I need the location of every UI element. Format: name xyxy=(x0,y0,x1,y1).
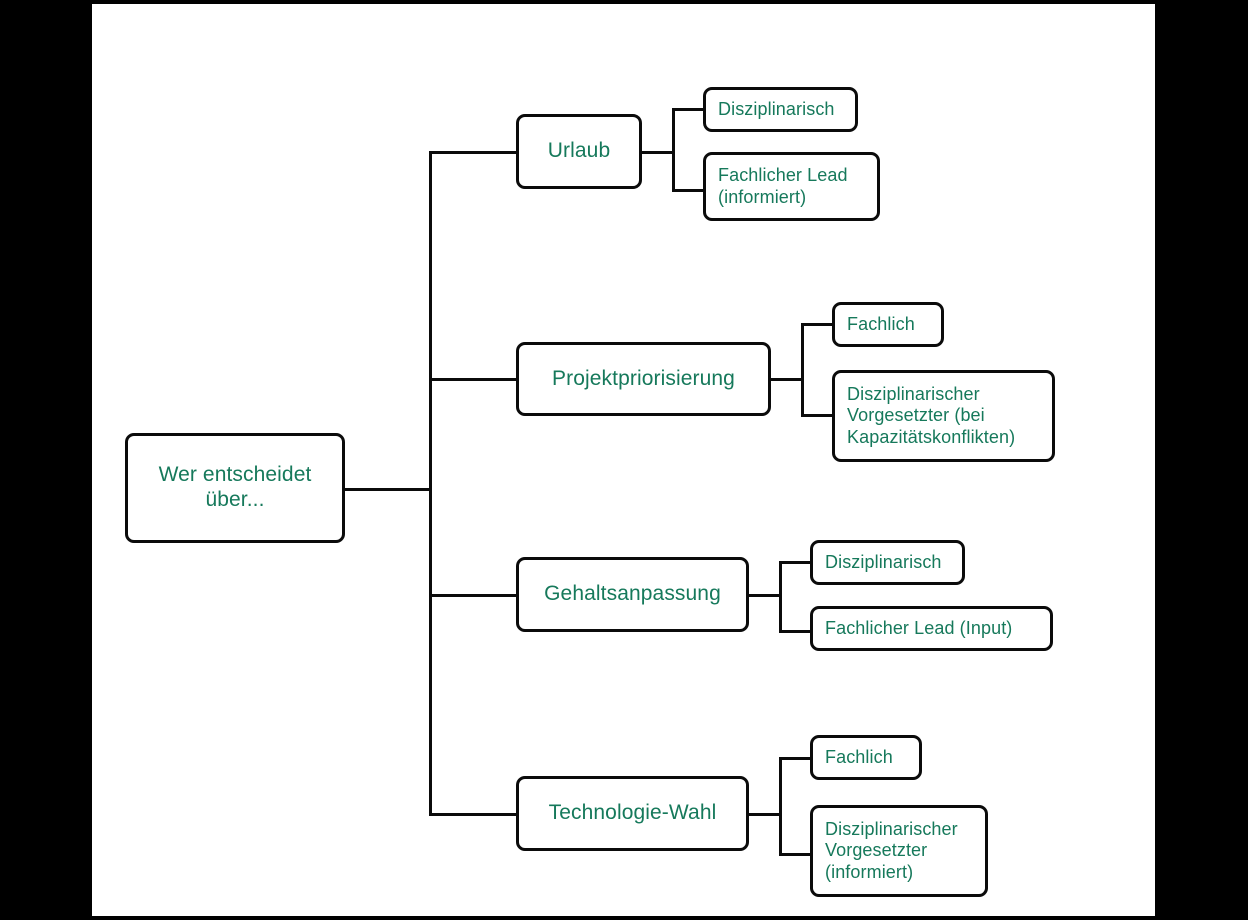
node-branch-technologie-wahl[interactable]: Technologie-Wahl xyxy=(516,776,749,851)
node-leaf-tech-disziplinarischer-vorgesetzter-label: Disziplinarischer Vorgesetzter (informie… xyxy=(825,819,958,882)
connector-branch-1-spine xyxy=(801,323,804,417)
connector-spine-to-branch-2 xyxy=(429,594,517,597)
node-leaf-urlaub-fachlicher-lead[interactable]: Fachlicher Lead (informiert) xyxy=(703,152,880,221)
connector-branch-3-leaf-0 xyxy=(779,757,811,760)
node-branch-projektpriorisierung[interactable]: Projektpriorisierung xyxy=(516,342,771,416)
node-leaf-projekt-fachlich-label: Fachlich xyxy=(847,313,915,334)
node-leaf-urlaub-fachlicher-lead-label: Fachlicher Lead (informiert) xyxy=(718,165,848,207)
node-leaf-tech-fachlich[interactable]: Fachlich xyxy=(810,735,922,780)
connector-branch-0-leaf-1 xyxy=(672,189,704,192)
connector-branch-1-stub xyxy=(771,378,804,381)
connector-branch-2-stub xyxy=(749,594,782,597)
connector-branch-3-spine xyxy=(779,757,782,856)
connector-spine-to-branch-0 xyxy=(429,151,517,154)
node-leaf-tech-disziplinarischer-vorgesetzter[interactable]: Disziplinarischer Vorgesetzter (informie… xyxy=(810,805,988,897)
connector-branch-1-leaf-1 xyxy=(801,414,833,417)
node-root[interactable]: Wer entscheidet über... xyxy=(125,433,345,543)
node-branch-gehaltsanpassung-label: Gehaltsanpassung xyxy=(544,582,721,606)
node-leaf-projekt-disziplinarischer-vorgesetzter[interactable]: Disziplinarischer Vorgesetzter (bei Kapa… xyxy=(832,370,1055,462)
connector-main-spine xyxy=(429,151,432,816)
node-leaf-gehalt-disziplinarisch[interactable]: Disziplinarisch xyxy=(810,540,965,585)
node-leaf-projekt-fachlich[interactable]: Fachlich xyxy=(832,302,944,347)
connector-branch-1-leaf-0 xyxy=(801,323,833,326)
connector-branch-2-leaf-1 xyxy=(779,630,811,633)
connector-root-stub xyxy=(345,488,431,491)
mindmap-diagram: Wer entscheidet über... Urlaub Disziplin… xyxy=(92,4,1155,916)
node-leaf-tech-fachlich-label: Fachlich xyxy=(825,746,893,767)
node-leaf-urlaub-disziplinarisch[interactable]: Disziplinarisch xyxy=(703,87,858,132)
connector-branch-2-spine xyxy=(779,561,782,633)
node-branch-urlaub[interactable]: Urlaub xyxy=(516,114,642,189)
connector-spine-to-branch-3 xyxy=(429,813,517,816)
connector-branch-3-stub xyxy=(749,813,782,816)
node-leaf-projekt-disziplinarischer-vorgesetzter-label: Disziplinarischer Vorgesetzter (bei Kapa… xyxy=(847,384,1016,447)
node-branch-projektpriorisierung-label: Projektpriorisierung xyxy=(552,366,735,390)
connector-branch-0-spine xyxy=(672,108,675,192)
diagram-canvas: Wer entscheidet über... Urlaub Disziplin… xyxy=(92,4,1155,916)
node-branch-gehaltsanpassung[interactable]: Gehaltsanpassung xyxy=(516,557,749,632)
node-leaf-urlaub-disziplinarisch-label: Disziplinarisch xyxy=(718,98,835,119)
node-branch-technologie-wahl-label: Technologie-Wahl xyxy=(548,801,717,825)
node-root-label: Wer entscheidet über... xyxy=(158,463,312,511)
connector-branch-0-leaf-0 xyxy=(672,108,704,111)
node-leaf-gehalt-disziplinarisch-label: Disziplinarisch xyxy=(825,551,942,572)
connector-branch-0-stub xyxy=(642,151,675,154)
connector-spine-to-branch-1 xyxy=(429,378,517,381)
node-branch-urlaub-label: Urlaub xyxy=(547,139,611,163)
connector-branch-2-leaf-0 xyxy=(779,561,811,564)
connector-branch-3-leaf-1 xyxy=(779,853,811,856)
node-leaf-gehalt-fachlicher-lead-input-label: Fachlicher Lead (Input) xyxy=(825,617,1013,638)
node-leaf-gehalt-fachlicher-lead-input[interactable]: Fachlicher Lead (Input) xyxy=(810,606,1053,651)
